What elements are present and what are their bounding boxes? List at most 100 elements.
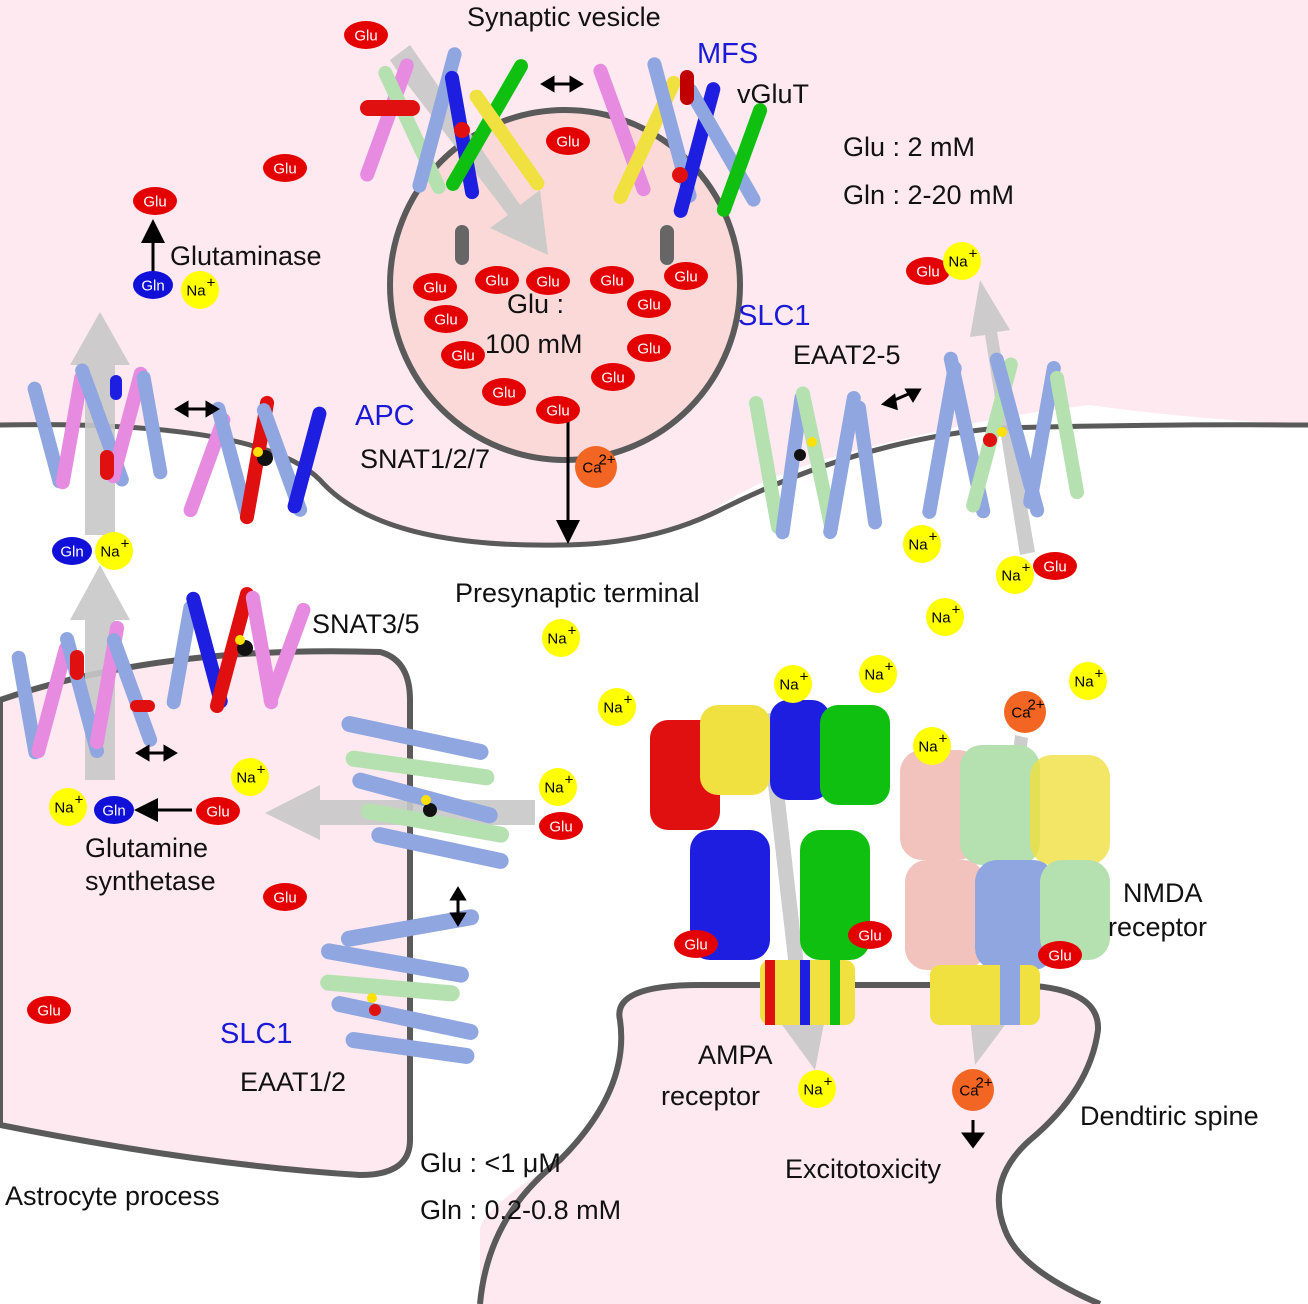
glu-ion-label: Glu [423, 280, 446, 297]
dendritic-spine [480, 985, 1100, 1304]
ca-ion: Ca2+ [952, 1069, 994, 1111]
na-ion: Na+ [181, 271, 219, 309]
na-ion: Na+ [798, 1070, 836, 1108]
glu-ion-label: Glu [556, 134, 579, 151]
na-ion-label: Na [948, 254, 968, 271]
glu-ion-label: Glu [536, 274, 559, 291]
na-ion-charge: + [885, 659, 894, 676]
na-ion-label: Na [54, 800, 74, 817]
na-ion: Na+ [231, 758, 269, 796]
dendritic-spine-membrane [477, 982, 1102, 1304]
glu-ion-label: Glu [601, 370, 624, 387]
glu-ion-label: Glu [600, 273, 623, 290]
eaat12-inward [320, 909, 480, 1064]
na-ion-charge: + [824, 1074, 833, 1091]
glu-ion: Glu [441, 341, 485, 369]
snat35-outward [11, 620, 158, 760]
cleft-glu-concentration: Glu : 2 mM [843, 132, 975, 162]
reaction-arrows [134, 75, 985, 1149]
snat1-2-7-label: SNAT1/2/7 [360, 444, 490, 474]
na-ion-charge: + [75, 792, 84, 809]
snat3-5-label: SNAT3/5 [312, 609, 420, 639]
vglut-transporter-left [360, 47, 545, 265]
slc1-family-label-top: SLC1 [738, 300, 811, 332]
na-ion-label: Na [1001, 568, 1021, 585]
na-ion: Na+ [996, 556, 1034, 594]
glu-ion-label: Glu [637, 297, 660, 314]
glutamine-synthetase-label-1: Glutamine [85, 833, 208, 863]
na-ion-label: Na [803, 1082, 823, 1099]
ca-ion: Ca2+ [575, 446, 617, 488]
glu-ion-label: Glu [674, 269, 697, 286]
na-ion: Na+ [926, 598, 964, 636]
eaat2-5-label: EAAT2-5 [793, 340, 901, 370]
presynaptic-terminal-label: Presynaptic terminal [455, 578, 700, 608]
vesicle-glu-concentration-2: 100 mM [485, 329, 583, 359]
na-ion-charge: + [1022, 560, 1031, 577]
glu-ion: Glu [539, 812, 583, 840]
na-ion-label: Na [908, 537, 928, 554]
glu-ion-label: Glu [354, 28, 377, 45]
glu-ion-label: Glu [37, 1003, 60, 1020]
nmda-receptor-structure [900, 745, 1110, 1025]
glu-ion-label: Glu [549, 819, 572, 836]
na-ion-charge: + [952, 602, 961, 619]
nmda-receptor-label-1: NMDA [1123, 878, 1203, 908]
slc1-family-label-bottom: SLC1 [220, 1018, 293, 1050]
na-ion-label: Na [864, 667, 884, 684]
glu-ion: Glu [674, 930, 718, 958]
na-ion: Na+ [859, 655, 897, 693]
nmda-receptor-label-2: receptor [1108, 912, 1207, 942]
glu-ion: Glu [526, 267, 570, 295]
mfs-family-label: MFS [697, 38, 758, 70]
gln-ion: Gln [94, 796, 134, 824]
ca-ion-charge: 2+ [1027, 697, 1044, 714]
glu-ion: Glu [482, 378, 526, 406]
na-ion: Na+ [913, 727, 951, 765]
glu-ion: Glu [196, 797, 240, 825]
glu-ion: Glu [627, 334, 671, 362]
glu-ion: Glu [27, 996, 71, 1024]
ca-ion-label: Ca [959, 1083, 979, 1100]
na-ion: Na+ [943, 242, 981, 280]
na-ion-charge: + [624, 692, 633, 709]
glu-ion: Glu [1033, 552, 1077, 580]
glu-ion-label: Glu [485, 273, 508, 290]
na-ion: Na+ [539, 768, 577, 806]
glu-ion-label: Glu [637, 341, 660, 358]
na-ion-charge: + [121, 536, 130, 553]
na-ion: Na+ [95, 532, 133, 570]
na-ion: Na+ [1069, 662, 1107, 700]
glu-ion-label: Glu [1043, 559, 1066, 576]
synaptic-vesicle-label: Synaptic vesicle [467, 2, 661, 32]
eaat1-2-label: EAAT1/2 [240, 1067, 346, 1097]
astrocyte-gln-concentration: Gln : 0.2-0.8 mM [420, 1195, 621, 1225]
vglut-transporter-right [593, 57, 768, 265]
ampa-receptor-label-2: receptor [661, 1081, 760, 1111]
glu-ion: Glu [413, 273, 457, 301]
glu-ion: Glu [344, 21, 388, 49]
eaat12-outward [341, 716, 509, 869]
na-ion: Na+ [774, 665, 812, 703]
na-ion: Na+ [598, 688, 636, 726]
ampa-receptor-structure [650, 700, 890, 1025]
ca-ion-charge: 2+ [598, 452, 615, 469]
na-ion-charge: + [207, 275, 216, 292]
na-ion: Na+ [542, 619, 580, 657]
glu-ion: Glu [536, 396, 580, 424]
glu-ion: Glu [424, 305, 468, 333]
glutamine-synthetase-label-2: synthetase [85, 866, 216, 896]
apc-family-label: APC [355, 400, 415, 432]
glutaminase-label: Glutaminase [170, 241, 322, 271]
flow-arrow-ampa [760, 712, 825, 1070]
gln-ion-label: Gln [141, 278, 164, 295]
ca-ion-label: Ca [582, 460, 602, 477]
gln-ion-label: Gln [102, 803, 125, 820]
glu-ion-label: Glu [546, 403, 569, 420]
glu-ion: Glu [475, 266, 519, 294]
glu-ion: Glu [591, 363, 635, 391]
na-ion-label: Na [779, 677, 799, 694]
na-ion-label: Na [547, 631, 567, 648]
glu-ion-label: Glu [858, 928, 881, 945]
na-ion: Na+ [49, 788, 87, 826]
